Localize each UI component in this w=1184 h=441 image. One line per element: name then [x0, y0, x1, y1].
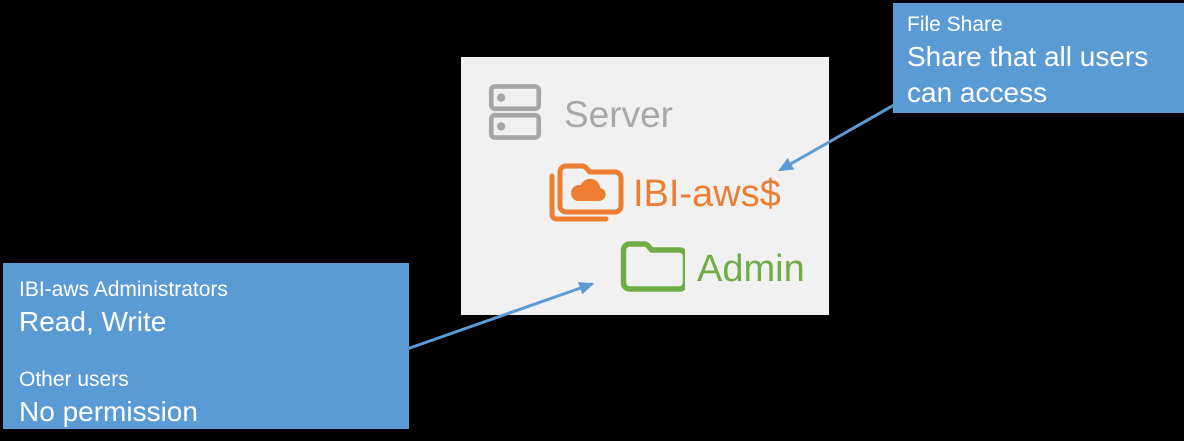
server-icon [488, 84, 542, 140]
file-share-label: IBI-aws$ [633, 173, 781, 215]
file-share-callout: File Share Share that all users can acce… [893, 3, 1184, 113]
server-panel [461, 57, 829, 315]
admins-group-label: IBI-aws Administrators [19, 278, 228, 301]
admins-rights-value: Read, Write [19, 306, 167, 337]
cloud-icon [571, 178, 606, 202]
callout-spacer [19, 340, 393, 366]
others-group-label: Other users [19, 368, 129, 391]
server-label: Server [564, 94, 673, 135]
permissions-callout: IBI-aws Administrators Read, Write Other… [3, 263, 409, 429]
file-share-callout-title: File Share [907, 13, 1003, 36]
admin-folder-label: Admin [697, 248, 805, 290]
file-share-callout-body: Share that all users can access [907, 41, 1149, 108]
folder-icon [620, 241, 685, 292]
others-rights-value: No permission [19, 396, 198, 427]
shared-cloud-folder-icon [549, 163, 624, 222]
